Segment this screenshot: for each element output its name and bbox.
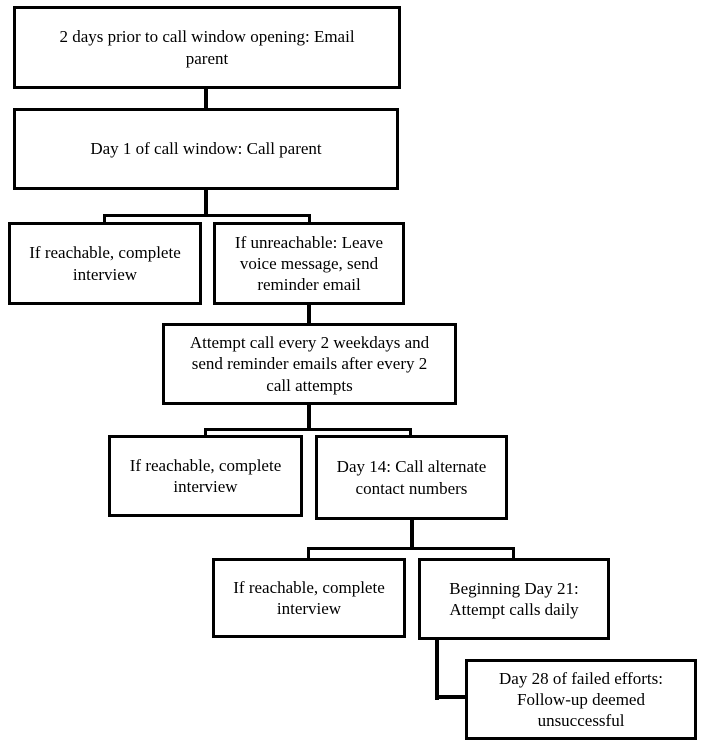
connector-elbow-day28-horizontal (435, 695, 466, 699)
connector-stem-unreachable-attempt (307, 305, 311, 323)
node-reachable-interview-3: If reachable, complete interview (212, 558, 406, 638)
connector-bracket-b-horizontal (204, 428, 412, 431)
node-attempt-every-2-weekdays: Attempt call every 2 weekdays and send r… (162, 323, 457, 405)
node-email-parent: 2 days prior to call window opening: Ema… (13, 6, 401, 89)
connector-bracket-b-left-drop (204, 428, 207, 435)
node-day1-call-parent: Day 1 of call window: Call parent (13, 108, 399, 190)
connector-bracket-a-horizontal (103, 214, 311, 217)
connector-stem-box1-box2 (204, 88, 208, 110)
connector-stem-attempt-bracket-b (307, 405, 311, 431)
connector-stem-day14-bracket-c (410, 520, 414, 550)
connector-bracket-c-horizontal (307, 547, 515, 550)
connector-bracket-a-left-drop (103, 214, 106, 222)
connector-bracket-c-left-drop (307, 547, 310, 558)
node-unreachable-voicemail: If unreachable: Leave voice message, sen… (213, 222, 405, 305)
node-day28-unsuccessful: Day 28 of failed efforts: Follow-up deem… (465, 659, 697, 740)
node-day21-daily-calls: Beginning Day 21: Attempt calls daily (418, 558, 610, 640)
node-reachable-interview-1: If reachable, complete interview (8, 222, 202, 305)
connector-stem-box2-bracket-a (204, 190, 208, 217)
connector-bracket-c-right-drop (512, 547, 515, 558)
node-day14-alternate-contacts: Day 14: Call alternate contact numbers (315, 435, 508, 520)
connector-bracket-b-right-drop (409, 428, 412, 435)
connector-bracket-a-right-drop (308, 214, 311, 222)
node-reachable-interview-2: If reachable, complete interview (108, 435, 303, 517)
connector-elbow-day21-vertical (435, 638, 439, 700)
